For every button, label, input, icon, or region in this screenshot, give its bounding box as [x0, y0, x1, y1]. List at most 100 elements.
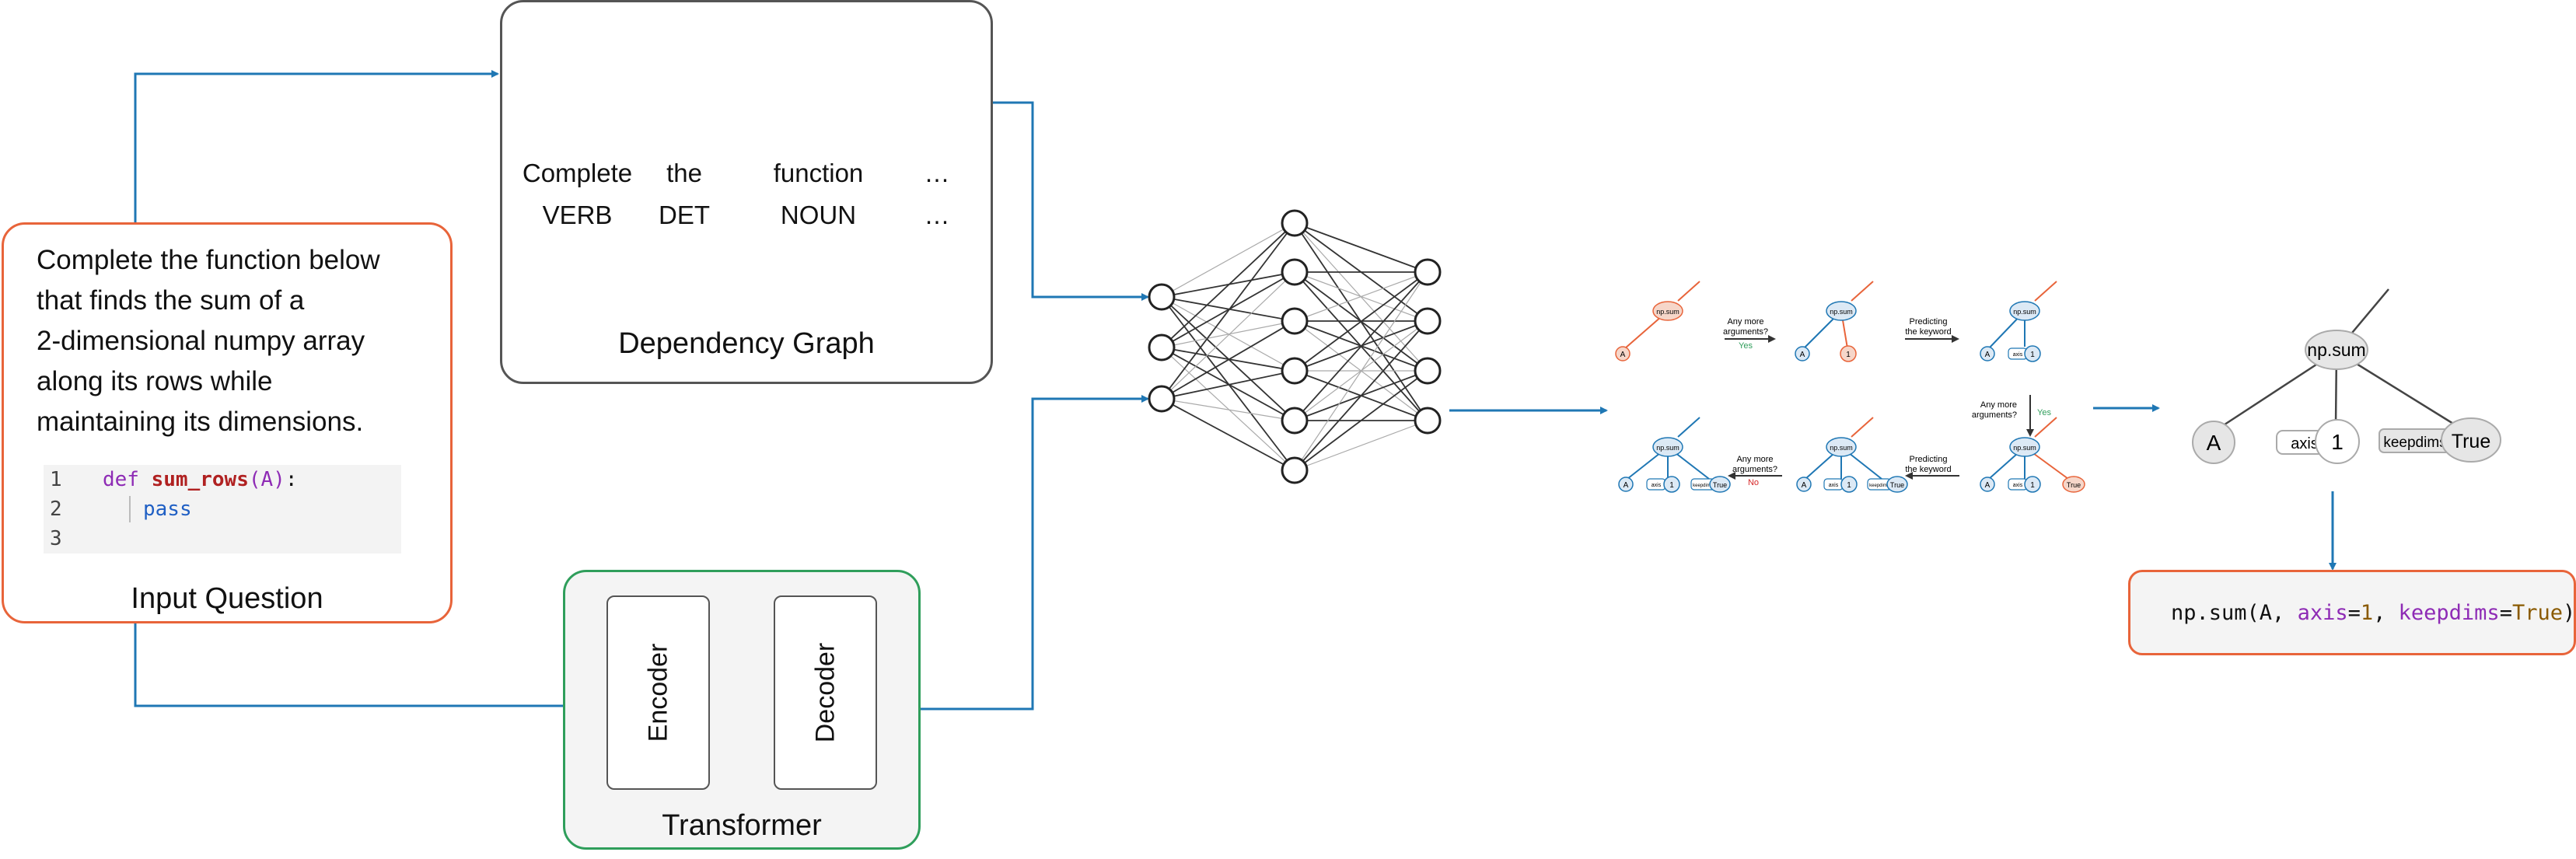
code-line-2: pass — [143, 494, 192, 524]
word-ellipsis: … — [924, 159, 950, 187]
indent-guide — [129, 496, 131, 522]
code-snippet: 1 2 3 def sum_rows(A): pass — [44, 465, 401, 553]
tree-step-1: np.sum A — [1615, 281, 1700, 361]
gnn-node — [1281, 407, 1309, 435]
label-yes-1: Yes — [1739, 341, 1753, 351]
gnn-node — [1414, 307, 1442, 335]
question-line-5: maintaining its dimensions. — [37, 407, 364, 437]
tag-ellipsis: … — [924, 201, 950, 229]
line-number-3: 3 — [50, 527, 62, 550]
tree-step-2-one-text: 1 — [1846, 351, 1851, 359]
gnn-edge — [1161, 398, 1295, 421]
output-a-node — [2192, 421, 2235, 464]
label-predicting-2a: Predicting — [1910, 455, 1948, 464]
tag-noun: NOUN — [780, 201, 857, 229]
label-predicting-2b: the keyword — [1905, 465, 1951, 474]
label-predicting-1b: the keyword — [1905, 327, 1951, 337]
tree-step-1-a-text: A — [1620, 351, 1626, 359]
tree-step-4-true-text: True — [2067, 481, 2081, 489]
input-question-caption: Input Question — [131, 582, 323, 615]
gnn-node — [1281, 307, 1309, 335]
output-code-prefix: np.sum(A, — [2171, 601, 2298, 625]
line-number-2: 2 — [50, 498, 62, 521]
gnn-edge — [1294, 222, 1428, 273]
pass-keyword: pass — [143, 498, 192, 521]
gnn-node — [1148, 333, 1176, 361]
param-name: A — [260, 468, 274, 491]
gnn-edge — [1294, 420, 1428, 471]
tree-step-1-root-text: np.sum — [1656, 308, 1679, 316]
gnn-edge — [1161, 347, 1295, 471]
label-any-more-2b: arguments? — [1972, 410, 2017, 420]
encoder-block: Encoder — [606, 595, 710, 790]
output-axis-value-text: 1 — [2331, 430, 2344, 454]
label-any-more-2a: Any more — [1980, 400, 2017, 410]
arrow-question-to-transformer — [134, 623, 606, 710]
code-line-1: def sum_rows(A): — [103, 465, 297, 494]
tree-step-5-root-text: np.sum — [1830, 444, 1853, 452]
word-the: the — [666, 159, 702, 187]
function-name: sum_rows — [151, 468, 249, 491]
gnn-edge — [1161, 320, 1295, 348]
gnn-node — [1281, 456, 1309, 484]
output-code-keepdims-val: True — [2511, 601, 2563, 625]
output-true-text: True — [2452, 431, 2490, 452]
close-paren: ) — [273, 468, 285, 491]
gnn-edge — [1161, 222, 1295, 348]
tree-step-5-true-text: True — [1890, 481, 1904, 489]
gnn-node — [1414, 407, 1442, 435]
gnn-edge — [1294, 271, 1428, 471]
output-true-node — [2441, 417, 2501, 463]
gnn-edge — [1161, 370, 1295, 400]
tree-step-5-one-text: 1 — [1847, 481, 1851, 490]
arrow-dependency-to-gnn — [993, 101, 1149, 301]
tag-det: DET — [659, 201, 710, 229]
gnn-node — [1148, 283, 1176, 311]
arrow-transformer-to-gnn — [877, 395, 1149, 711]
gnn-node — [1281, 258, 1309, 286]
output-code-axis-val: 1 — [2360, 601, 2374, 625]
tree-step-6-axis-text: axis — [1652, 483, 1662, 488]
gnn-edge — [1294, 271, 1428, 421]
gnn-edges — [1161, 222, 1428, 471]
flow-arrows — [134, 70, 2337, 711]
arrow-question-to-dependency — [134, 70, 499, 222]
tree-step-6-keepdims-text: keepdims — [1693, 484, 1713, 488]
tree-step-6: np.sum A axis 1 keepdims True — [1618, 417, 1731, 493]
tree-step-4-one-text: 1 — [2030, 481, 2035, 490]
gnn-edge — [1161, 222, 1295, 400]
gnn-edge — [1294, 271, 1428, 372]
transformer-caption: Transformer — [662, 809, 822, 842]
tree-step-4-a-text: A — [1985, 481, 1991, 490]
output-code-sep: , — [2373, 601, 2399, 625]
gnn-edge — [1294, 271, 1428, 322]
gnn-nodes — [1148, 209, 1442, 484]
input-question-box: Complete the function below that finds t… — [2, 222, 453, 623]
output-root-node — [2305, 330, 2368, 370]
line-number-1: 1 — [50, 468, 62, 491]
output-code-suffix: ) — [2562, 601, 2576, 625]
tree-step-3-axis-text: axis — [2013, 352, 2023, 358]
gnn-node — [1414, 357, 1442, 385]
output-code-box: np.sum(A, axis=1, keepdims=True) — [2128, 570, 2576, 655]
tag-verb: VERB — [542, 201, 613, 229]
tree-step-3-one-text: 1 — [2030, 351, 2035, 359]
gnn-node — [1281, 357, 1309, 385]
word-function: function — [773, 159, 864, 187]
tree-step-4-root-text: np.sum — [2013, 444, 2036, 452]
gnn-edge — [1161, 347, 1295, 421]
gnn-edge — [1294, 370, 1428, 471]
output-code-eq1: = — [2347, 601, 2361, 625]
question-line-3: 2-dimensional numpy array — [37, 326, 365, 356]
tree-step-2-root-text: np.sum — [1830, 308, 1853, 316]
label-any-more-3b: arguments? — [1732, 465, 1777, 474]
open-paren: ( — [248, 468, 261, 491]
output-keepdims-key-text: keepdims — [2383, 435, 2446, 451]
gnn-edge — [1161, 222, 1295, 298]
gnn-edge — [1161, 271, 1295, 348]
label-any-more-1a: Any more — [1727, 317, 1763, 326]
output-root-text: np.sum — [2307, 340, 2365, 360]
tree-step-3-root-text: np.sum — [2013, 308, 2036, 316]
decoder-block: Decoder — [774, 595, 877, 790]
